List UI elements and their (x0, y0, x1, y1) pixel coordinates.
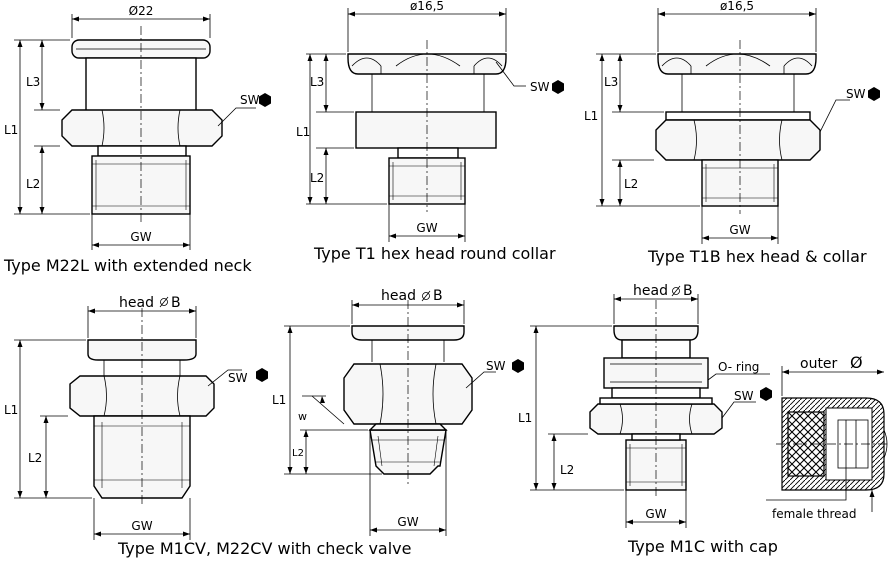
diameter-symbol-icon (160, 298, 168, 306)
diagram-check-valve: head B L1 L2 w GW SW (272, 288, 524, 536)
diagram-t1b: ø16,5 L1 L3 L2 GW SW Type T1B hex head &… (584, 0, 880, 266)
cap-head (657, 53, 817, 75)
dim-diameter: Ø22 (129, 4, 154, 18)
dim-head: head (381, 288, 416, 304)
caption-m1c: Type M1C with cap (627, 537, 778, 556)
dim-outer: outer (800, 356, 838, 372)
hex-nut (655, 119, 821, 161)
dim-l1: L1 (4, 123, 18, 137)
collar (97, 145, 187, 157)
dim-w: w (298, 410, 307, 423)
dim-gw: GW (130, 230, 151, 244)
dim-gw: GW (729, 223, 750, 237)
caption-t1b: Type T1B hex head & collar (647, 247, 867, 266)
dim-l1: L1 (4, 403, 18, 417)
hex-symbol-icon (868, 87, 880, 101)
hex-symbol-icon (552, 80, 564, 94)
dim-diameter: ø16,5 (720, 0, 754, 13)
diagram-m22l: Ø22 L1 L3 L2 GW SW Type M22L with extend… (3, 4, 271, 275)
hex-nut (61, 109, 223, 147)
dim-l3: L3 (310, 75, 324, 89)
dim-l2: L2 (292, 448, 304, 459)
diagram-m1cv: head B L1 L2 GW SW Type M1CV, M22CV with… (4, 295, 411, 558)
dim-head: head (119, 295, 154, 311)
dim-l2: L2 (310, 171, 324, 185)
dim-b: B (683, 283, 693, 299)
label-o-ring: O- ring (718, 360, 759, 374)
dim-sw: SW (734, 389, 754, 403)
dim-gw: GW (131, 519, 152, 533)
dim-sw: SW (486, 359, 506, 373)
cap-head (351, 325, 465, 341)
dim-l1: L1 (518, 411, 532, 425)
dim-diameter: ø16,5 (410, 0, 444, 13)
dim-sw: SW (240, 93, 260, 107)
diagram-cap-section: outer Ø female thread (766, 353, 890, 521)
caption-t1: Type T1 hex head round collar (313, 244, 556, 263)
dim-l3: L3 (26, 75, 40, 89)
dim-b: B (171, 295, 181, 311)
thread (369, 429, 447, 475)
dim-gw: GW (397, 515, 418, 529)
caption-m22l: Type M22L with extended neck (3, 256, 252, 275)
dim-l1: L1 (584, 109, 598, 123)
hex-symbol-icon (259, 93, 271, 107)
caption-m1cv: Type M1CV, M22CV with check valve (117, 539, 411, 558)
dim-head: head (633, 283, 668, 299)
dim-l2: L2 (624, 177, 638, 191)
dim-sw: SW (228, 371, 248, 385)
hex-symbol-icon (512, 359, 524, 373)
dim-gw: GW (416, 221, 437, 235)
hex-symbol-icon (760, 387, 772, 401)
diagram-m1c: head B L1 L2 GW O- ring SW Type M1C with… (518, 283, 778, 556)
dim-b: B (433, 288, 443, 304)
dim-l2: L2 (26, 177, 40, 191)
dim-sw: SW (846, 87, 866, 101)
diameter-symbol-icon (672, 287, 680, 295)
dim-l1: L1 (272, 393, 286, 407)
dim-l3: L3 (604, 75, 618, 89)
round-collar (355, 111, 497, 149)
diameter-symbol-icon (422, 292, 430, 300)
dim-sw: SW (530, 80, 550, 94)
dim-l2: L2 (28, 451, 42, 465)
dim-gw: GW (645, 507, 666, 521)
dim-outer-diameter-symbol: Ø (850, 353, 863, 372)
dim-l1: L1 (296, 125, 310, 139)
hex-symbol-icon (256, 368, 268, 382)
diagram-t1: ø16,5 L1 L3 L2 GW SW Type T1 hex head ro… (296, 0, 564, 263)
label-female-thread: female thread (772, 507, 857, 521)
dim-l2: L2 (560, 463, 574, 477)
